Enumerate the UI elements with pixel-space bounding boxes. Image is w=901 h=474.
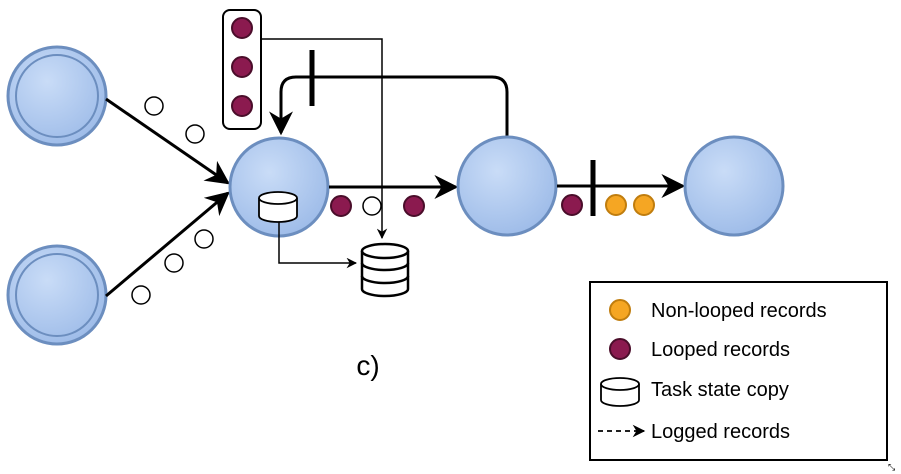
legend-label-state-copy: Task state copy [651, 379, 789, 401]
buffered-looped-record [231, 17, 253, 39]
in-flight-records-top [144, 96, 205, 144]
legend-non-looped-symbol [609, 299, 631, 321]
database-icon [360, 242, 410, 298]
legend-label-non-looped: Non-looped records [651, 300, 827, 322]
log-line-buffer-to-db [261, 38, 388, 240]
legend-label-looped: Looped records [651, 339, 790, 361]
legend-label-logged: Logged records [651, 421, 790, 443]
iteration-tail-node [456, 135, 558, 237]
in-flight-records-bottom [131, 229, 214, 305]
feedback-edge [269, 75, 509, 137]
legend-state-cylinder-symbol [600, 377, 640, 407]
resize-handle-icon: ⤡ [888, 462, 895, 472]
edge-source2-to-head [105, 191, 230, 298]
source-node-top [6, 45, 108, 147]
records-tail-to-sink [561, 194, 655, 216]
loop-buffer-box [222, 9, 262, 130]
task-state-cylinder [258, 191, 298, 223]
source-node-bottom [6, 244, 108, 346]
buffered-looped-record [231, 95, 253, 117]
records-head-to-tail [330, 195, 425, 217]
log-line-state-to-db [278, 222, 358, 269]
edge-source1-to-head [105, 97, 230, 185]
buffered-looped-record [231, 56, 253, 78]
figure-caption: c) [356, 350, 379, 381]
legend-looped-symbol [609, 338, 631, 360]
sink-node [683, 135, 785, 237]
legend: Non-looped records Looped records Task s… [589, 281, 888, 461]
